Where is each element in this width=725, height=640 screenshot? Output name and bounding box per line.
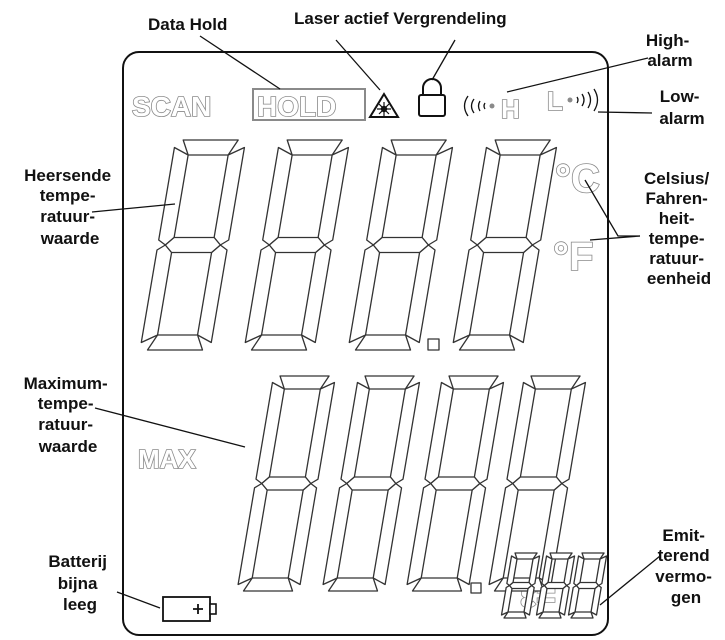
emissivity-digit-1-segment-g bbox=[508, 581, 533, 590]
max-decimal-point bbox=[470, 582, 482, 594]
low-alarm-letter: L bbox=[547, 86, 563, 116]
leader-battery bbox=[116, 591, 161, 609]
battery-icon bbox=[162, 596, 217, 622]
max-digit-3 bbox=[406, 375, 505, 592]
low-alarm-icon bbox=[567, 88, 599, 112]
leader-current-temp bbox=[91, 203, 176, 213]
leader-fahrenheit bbox=[589, 235, 641, 241]
main-digit-3-segment-a bbox=[390, 139, 447, 156]
label-emissivity: Emit- terend vermo- gen bbox=[655, 526, 716, 607]
laser-icon bbox=[368, 92, 400, 118]
label-current-temp: Heersende tempe- ratuur- waarde bbox=[24, 166, 116, 248]
max-digit-3-segment-d bbox=[411, 577, 463, 592]
max-digit-1-segment-g bbox=[261, 476, 312, 491]
main-decimal-point bbox=[427, 338, 440, 351]
max-digit-2-segment-a bbox=[364, 375, 415, 390]
leader-high-alarm bbox=[506, 57, 649, 93]
main-digit-4-segment-g bbox=[476, 236, 533, 254]
emissivity-digit-2 bbox=[535, 552, 576, 619]
leader-low-alarm bbox=[597, 111, 653, 114]
emissivity-digit-2-segment-g bbox=[543, 581, 568, 590]
main-digit-2-segment-g bbox=[268, 236, 326, 254]
high-alarm-icon bbox=[463, 95, 495, 117]
emissivity-digit-3 bbox=[567, 552, 608, 619]
main-digit-2 bbox=[244, 139, 350, 351]
main-digit-1-segment-d bbox=[146, 334, 204, 351]
leader-laser bbox=[335, 39, 381, 91]
leader-max-temp bbox=[94, 407, 246, 448]
main-digit-1-segment-a bbox=[182, 139, 239, 156]
label-laser-lock: Laser actief Vergrendeling bbox=[294, 9, 507, 28]
max-digit-1-segment-a bbox=[279, 375, 330, 390]
max-digit-2-segment-g bbox=[346, 476, 397, 491]
label-battery: Batterij bijna leeg bbox=[48, 552, 111, 614]
hold-indicator: HOLD bbox=[257, 91, 336, 122]
main-digit-4-segment-a bbox=[494, 139, 551, 156]
emissivity-digits bbox=[500, 552, 608, 619]
max-digit-4-segment-g bbox=[512, 476, 563, 491]
max-digit-3-segment-e bbox=[406, 482, 437, 586]
max-digit-1-segment-d bbox=[242, 577, 294, 592]
max-digits bbox=[237, 375, 587, 592]
high-alarm-letter: H bbox=[501, 94, 520, 124]
leader-hold bbox=[199, 35, 281, 90]
main-digit-4 bbox=[452, 139, 558, 351]
hold-box bbox=[252, 88, 366, 121]
label-unit: Celsius/ Fahren- heit- tempe- ratuur- ee… bbox=[644, 169, 714, 288]
max-digit-1-segment-e bbox=[237, 482, 268, 586]
leader-lock bbox=[431, 39, 456, 81]
label-high-alarm: High- alarm bbox=[646, 31, 694, 70]
main-digit-2-segment-d bbox=[250, 334, 308, 351]
label-max-temp: Maximum- tempe- ratuur- waarde bbox=[24, 374, 113, 456]
label-low-alarm: Low- alarm bbox=[659, 87, 704, 128]
fahrenheit-unit: °F bbox=[553, 235, 593, 279]
main-digits bbox=[140, 139, 558, 351]
main-digit-3-segment-d bbox=[354, 334, 412, 351]
max-digit-2-segment-e bbox=[322, 482, 353, 586]
emissivity-digit-3-segment-d bbox=[570, 611, 594, 619]
main-digit-1-segment-e bbox=[140, 244, 173, 344]
emissivity-digit-3-segment-g bbox=[575, 581, 600, 590]
max-digit-4-segment-a bbox=[530, 375, 581, 390]
main-digit-3-segment-e bbox=[348, 244, 381, 344]
emissivity-digit-1 bbox=[500, 552, 541, 619]
main-digit-4-segment-d bbox=[458, 334, 516, 351]
max-digit-2-segment-d bbox=[327, 577, 379, 592]
scan-indicator: SCAN bbox=[132, 91, 211, 122]
main-digit-3 bbox=[348, 139, 454, 351]
max-digit-4-segment-e bbox=[488, 482, 519, 586]
label-data-hold: Data Hold bbox=[148, 15, 227, 34]
leader-emissivity bbox=[599, 555, 661, 606]
main-digit-2-segment-e bbox=[244, 244, 277, 344]
max-digit-3-segment-g bbox=[430, 476, 481, 491]
main-digit-1-segment-g bbox=[164, 236, 222, 254]
emissivity-digit-1-segment-d bbox=[503, 611, 527, 619]
main-digit-1 bbox=[140, 139, 246, 351]
emissivity-digit-2-segment-d bbox=[538, 611, 562, 619]
max-digit-1 bbox=[237, 375, 336, 592]
max-digit-3-segment-a bbox=[448, 375, 499, 390]
max-indicator: MAX bbox=[138, 444, 196, 474]
main-digit-4-segment-e bbox=[452, 244, 485, 344]
max-digit-2 bbox=[322, 375, 421, 592]
main-digit-3-segment-g bbox=[372, 236, 430, 254]
main-digit-2-segment-a bbox=[286, 139, 343, 156]
